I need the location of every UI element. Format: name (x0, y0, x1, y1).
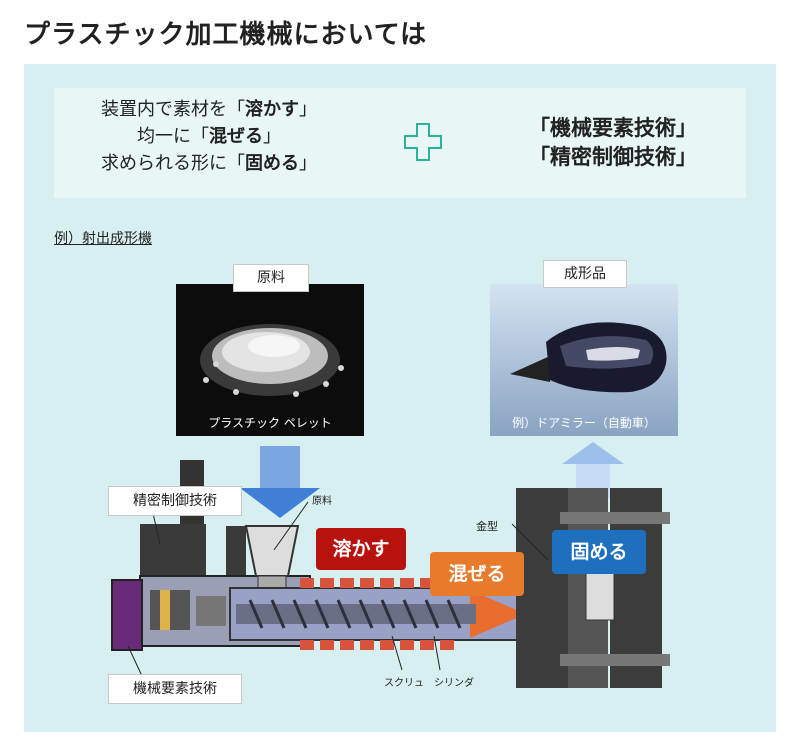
tech-precision-control: 「精密制御技術」 (529, 145, 697, 169)
line2-text: 均一に「 (137, 126, 209, 147)
process-description: 装置内で素材を「溶かす」 均一に「混ぜる」 求められる形に「固める」 (54, 96, 364, 177)
down-arrow (240, 446, 320, 518)
solidify-keyword: 固める (245, 153, 299, 174)
machine-elements-tag: 機械要素技術 (108, 674, 242, 704)
mold-label: 金型 (476, 520, 498, 533)
mix-keyword: 混ぜる (209, 126, 263, 147)
melt-badge: 溶かす (316, 528, 406, 570)
mold-clamp (516, 488, 670, 688)
raw-material-tag: 原料 (233, 264, 309, 292)
hopper-material-label: 原料 (312, 496, 332, 507)
technology-list: 「機械要素技術」 「精密制御技術」 (508, 114, 718, 172)
pellet-image (200, 324, 344, 397)
line3-text: 求められる形に「 (101, 153, 245, 174)
line3-bracket: 」 (299, 153, 317, 174)
hopper (244, 525, 300, 591)
pellet-photo: プラスチック ペレット (176, 284, 364, 436)
line1-bracket: 」 (299, 99, 317, 120)
mix-badge: 混ぜる (430, 552, 524, 596)
screw (236, 599, 476, 629)
tech-machine-elements: 「機械要素技術」 (529, 116, 697, 140)
door-mirror-image (510, 322, 667, 393)
screw-label: スクリュ (384, 678, 424, 689)
summary-box (54, 88, 746, 198)
pellet-caption: プラスチック ペレット (208, 416, 332, 430)
melt-keyword: 溶かす (245, 99, 299, 120)
solidify-badge: 固める (552, 530, 646, 574)
plus-icon (404, 123, 442, 161)
line2-bracket: 」 (263, 126, 281, 147)
product-tag: 成形品 (543, 260, 627, 288)
precision-control-tag: 精密制御技術 (108, 486, 242, 516)
mirror-caption: 例）ドアミラー（自動車） (512, 416, 656, 430)
product-photo: 例）ドアミラー（自動車） (490, 284, 678, 436)
cylinder-label: シリンダ (434, 678, 474, 689)
page-title: プラスチック加工機械においては (24, 20, 428, 50)
example-label: 例）射出成形機 (54, 231, 152, 247)
line1-text: 装置内で素材を「 (101, 99, 245, 120)
